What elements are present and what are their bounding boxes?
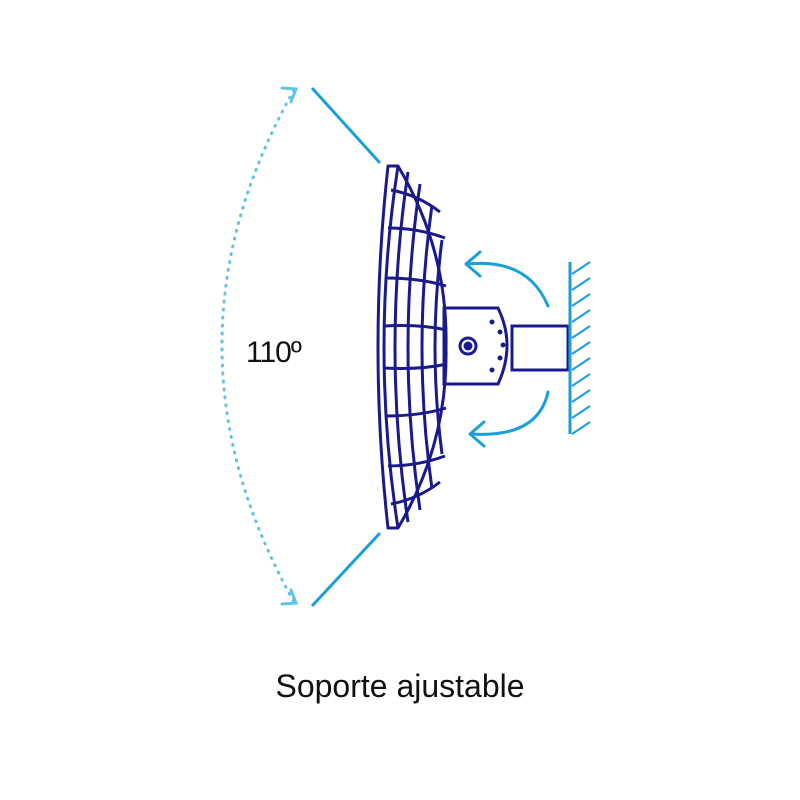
- fan-guard-icon: [376, 164, 448, 530]
- wall-hatch-icon: [568, 261, 591, 435]
- rotation-arrow-up-icon: [464, 250, 550, 308]
- rotation-arrow-down-icon: [468, 390, 550, 448]
- swivel-bracket-icon: [442, 306, 570, 386]
- lower-limit-line: [310, 531, 382, 608]
- angle-arc-icon: [220, 86, 299, 606]
- angle-label: 110º: [246, 336, 302, 369]
- upper-limit-line: [310, 86, 382, 165]
- caption: Soporte ajustable: [275, 668, 525, 704]
